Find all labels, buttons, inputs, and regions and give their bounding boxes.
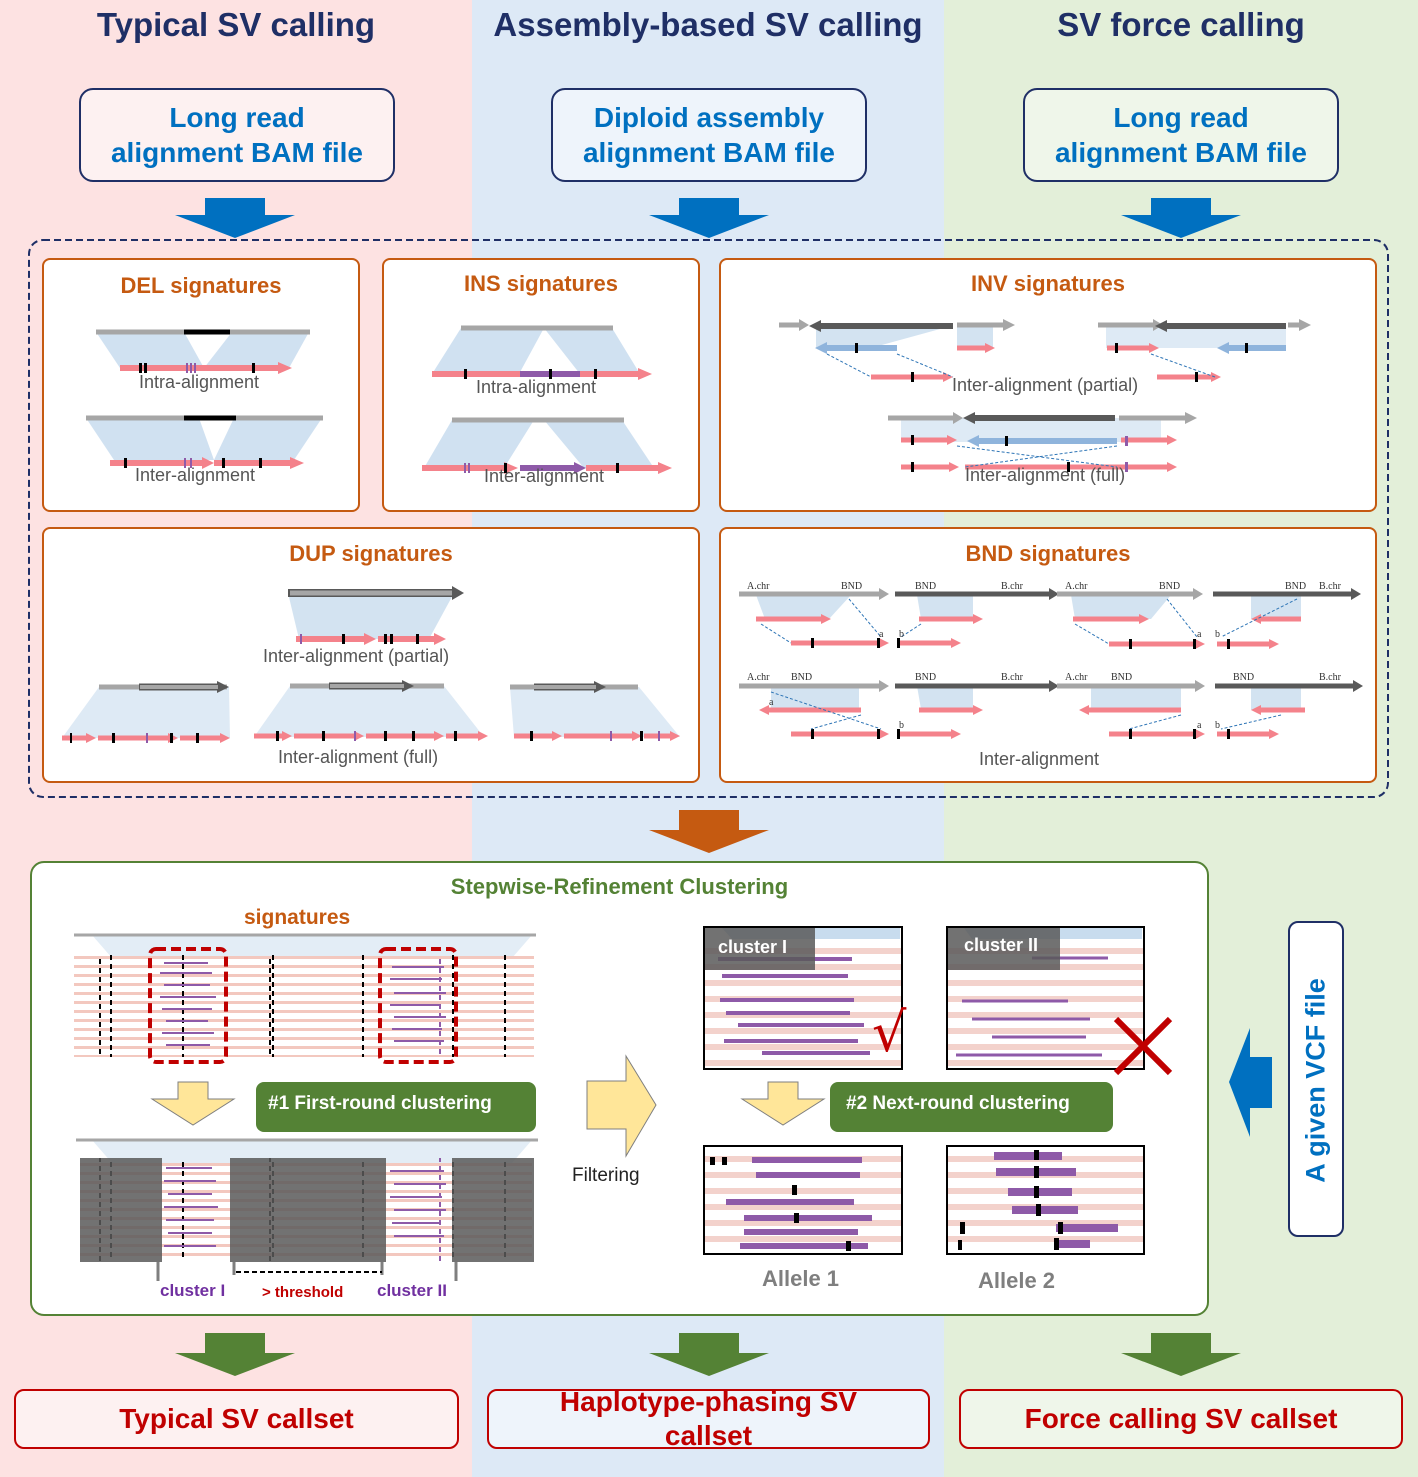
threshold-label: > threshold bbox=[262, 1284, 344, 1301]
svg-text:b: b bbox=[1215, 629, 1220, 640]
svg-text:a: a bbox=[879, 629, 884, 640]
svg-text:BND: BND bbox=[791, 672, 812, 683]
column-title-assembly: Assembly-based SV calling bbox=[493, 6, 923, 43]
inv-label-full: Inter-alignment (full) bbox=[965, 465, 1126, 485]
svg-text:B.chr: B.chr bbox=[1001, 581, 1024, 592]
yellow-right-arrow-icon bbox=[586, 1054, 657, 1158]
svg-text:BND: BND bbox=[1285, 581, 1306, 592]
orange-down-arrow-icon bbox=[649, 810, 769, 853]
del-diagram bbox=[86, 329, 323, 469]
svg-text:BND: BND bbox=[915, 581, 936, 592]
svg-text:BND: BND bbox=[1111, 672, 1132, 683]
filtering-label: Filtering bbox=[572, 1165, 640, 1186]
bnd-panel-title: BND signatures bbox=[965, 541, 1131, 566]
cluster-box-2 bbox=[378, 947, 458, 1064]
dup-panel-title: DUP signatures bbox=[289, 541, 453, 566]
ins-diagram bbox=[422, 325, 672, 474]
output-box-assembly: Haplotype-phasing SV callset bbox=[487, 1386, 930, 1451]
svg-text:a: a bbox=[1197, 720, 1202, 731]
blue-down-arrow-icon bbox=[1121, 198, 1241, 238]
svg-text:B.chr: B.chr bbox=[1319, 581, 1342, 592]
del-label-intra: Intra-alignment bbox=[139, 372, 260, 392]
green-down-arrow-icon bbox=[649, 1333, 769, 1376]
cluster-box-1 bbox=[148, 947, 228, 1064]
svg-text:BND: BND bbox=[1159, 581, 1180, 592]
svg-text:B.chr: B.chr bbox=[1319, 672, 1342, 683]
cluster1-label: cluster I bbox=[160, 1281, 226, 1300]
svg-text:a: a bbox=[769, 697, 774, 708]
yellow-down-arrow-icon bbox=[740, 1081, 826, 1126]
dup-signatures-panel: DUP signatures Inter-alignment (partial)… bbox=[42, 527, 700, 783]
dup-diagram bbox=[62, 586, 680, 743]
input-line-2: alignment BAM file bbox=[1054, 137, 1307, 168]
allele2-label: Allele 2 bbox=[978, 1268, 1056, 1293]
step1-label: #1 First-round clustering bbox=[268, 1093, 492, 1114]
column-title-typical: Typical SV calling bbox=[96, 6, 376, 43]
clustering-title: Stepwise-Refinement Clustering bbox=[450, 874, 789, 899]
signatures-container bbox=[28, 239, 1389, 798]
del-label-inter: Inter-alignment bbox=[135, 465, 256, 485]
del-signatures-panel: DEL signatures Intra-alignment Inter-ali… bbox=[42, 258, 360, 512]
green-down-arrow-icon bbox=[1121, 1333, 1241, 1376]
blue-down-arrow-icon bbox=[175, 198, 295, 238]
output-label: Typical SV callset bbox=[119, 1403, 354, 1434]
ins-label-intra: Intra-alignment bbox=[476, 377, 597, 397]
svg-text:√: √ bbox=[872, 1001, 907, 1064]
input-box-assembly: Diploid assembly alignment BAM file bbox=[551, 88, 867, 182]
cluster1-box-label: cluster I bbox=[718, 937, 788, 957]
vcf-label: A given VCF file bbox=[1300, 978, 1331, 1183]
svg-text:A.chr: A.chr bbox=[1065, 581, 1088, 592]
output-box-typical: Typical SV callset bbox=[14, 1389, 459, 1449]
blue-left-arrow-icon bbox=[1229, 1028, 1272, 1137]
svg-text:BND: BND bbox=[915, 672, 936, 683]
input-line-2: alignment BAM file bbox=[582, 137, 835, 168]
column-title-force: SV force calling bbox=[1057, 6, 1305, 43]
vcf-box: A given VCF file bbox=[1288, 921, 1344, 1237]
ins-label-inter: Inter-alignment bbox=[484, 466, 605, 486]
svg-text:BND: BND bbox=[841, 581, 862, 592]
svg-text:b: b bbox=[899, 720, 904, 731]
output-label: Force calling SV callset bbox=[1024, 1403, 1338, 1434]
svg-text:a: a bbox=[1197, 629, 1202, 640]
svg-text:b: b bbox=[899, 629, 904, 640]
clustering-diagram: √ bbox=[74, 926, 1173, 1281]
step2-label: #2 Next-round clustering bbox=[846, 1093, 1070, 1114]
ins-panel-title: INS signatures bbox=[463, 271, 619, 296]
svg-text:BND: BND bbox=[1233, 672, 1254, 683]
input-line-1: Long read bbox=[169, 102, 305, 133]
svg-text:b: b bbox=[1215, 720, 1220, 731]
svg-text:A.chr: A.chr bbox=[1065, 672, 1088, 683]
dup-label-partial: Inter-alignment (partial) bbox=[263, 646, 450, 666]
bnd-label-inter: Inter-alignment bbox=[979, 749, 1100, 769]
output-label: Haplotype-phasing SV callset bbox=[559, 1386, 858, 1451]
blue-down-arrow-icon bbox=[649, 198, 769, 238]
green-down-arrow-icon bbox=[175, 1333, 295, 1376]
dup-label-full: Inter-alignment (full) bbox=[278, 747, 439, 767]
bnd-chr-label: A.chr bbox=[747, 581, 770, 592]
yellow-down-arrow-icon bbox=[150, 1081, 236, 1126]
inv-panel-title: INV signatures bbox=[970, 271, 1126, 296]
clustering-box: Stepwise-Refinement Clustering signature… bbox=[30, 861, 1209, 1316]
inv-diagram bbox=[779, 319, 1311, 472]
allele1-label: Allele 1 bbox=[762, 1266, 840, 1291]
cluster2-box-label: cluster II bbox=[964, 935, 1039, 955]
ins-signatures-panel: INS signatures Intra-alignment Inter-ali… bbox=[382, 258, 700, 512]
input-line-2: alignment BAM file bbox=[110, 137, 363, 168]
input-box-force: Long read alignment BAM file bbox=[1023, 88, 1339, 182]
svg-text:A.chr: A.chr bbox=[747, 672, 770, 683]
inv-label-partial: Inter-alignment (partial) bbox=[952, 375, 1139, 395]
svg-text:B.chr: B.chr bbox=[1001, 672, 1024, 683]
cluster2-label: cluster II bbox=[377, 1281, 447, 1300]
input-line-1: Diploid assembly bbox=[593, 102, 825, 133]
output-box-force: Force calling SV callset bbox=[959, 1389, 1403, 1449]
del-panel-title: DEL signatures bbox=[120, 273, 282, 298]
inv-signatures-panel: INV signatures In bbox=[719, 258, 1377, 512]
signatures-label: signatures bbox=[244, 906, 351, 929]
input-box-typical: Long read alignment BAM file bbox=[79, 88, 395, 182]
input-line-1: Long read bbox=[1113, 102, 1249, 133]
